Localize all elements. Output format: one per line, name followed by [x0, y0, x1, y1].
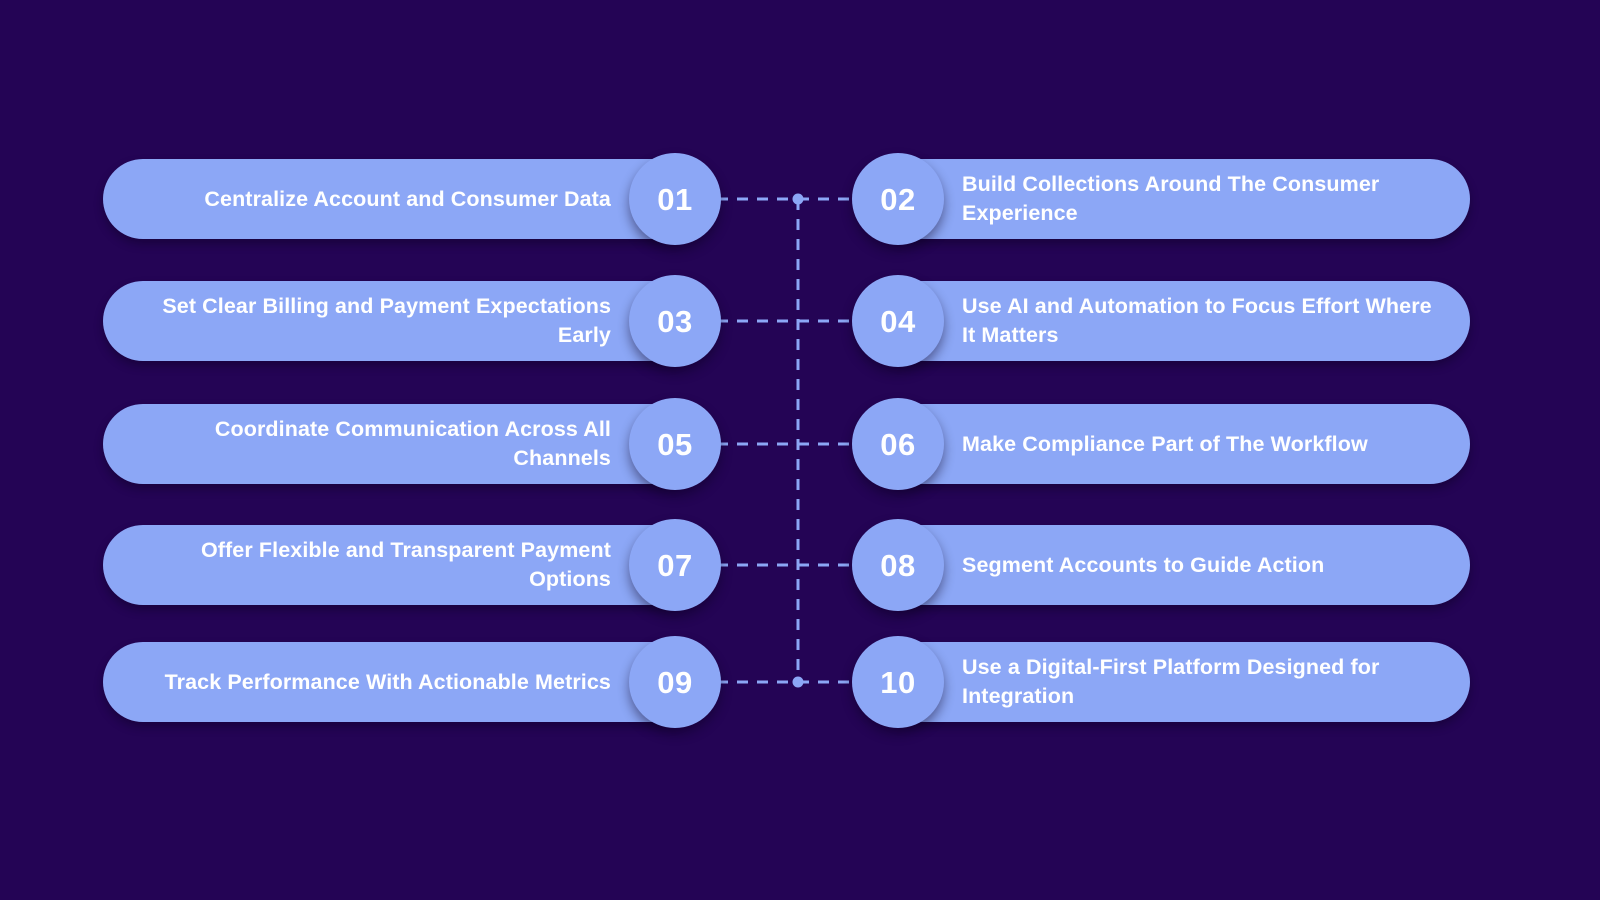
item-10-number: 10 — [880, 664, 916, 700]
item-01-number: 01 — [657, 181, 693, 217]
item-08[interactable]: Segment Accounts to Guide Action 08 — [852, 519, 1470, 611]
item-04-pill[interactable] — [870, 281, 1470, 361]
item-09-pill[interactable] — [103, 642, 703, 722]
item-06-pill[interactable] — [870, 404, 1470, 484]
item-07-number: 07 — [657, 547, 693, 583]
item-02-pill[interactable] — [870, 159, 1470, 239]
infographic-row: Offer Flexible and Transparent Payment O… — [0, 519, 1600, 611]
item-02[interactable]: Build Collections Around The Consumer Ex… — [852, 153, 1470, 245]
item-10-pill[interactable] — [870, 642, 1470, 722]
infographic-row: Track Performance With Actionable Metric… — [0, 636, 1600, 728]
item-06-label: Make Compliance Part of The Workflow — [962, 431, 1368, 456]
item-06-number-badge[interactable]: 06 — [852, 398, 944, 490]
item-05-number: 05 — [657, 426, 693, 462]
item-01-pill[interactable] — [103, 159, 703, 239]
item-03-number: 03 — [657, 303, 693, 339]
infographic-row: Centralize Account and Consumer Data 01 … — [0, 153, 1600, 245]
item-05-number-badge[interactable]: 05 — [629, 398, 721, 490]
item-01[interactable]: Centralize Account and Consumer Data 01 — [103, 153, 721, 245]
infographic-row: Set Clear Billing and Payment Expectatio… — [0, 275, 1600, 367]
item-03-pill[interactable] — [103, 281, 703, 361]
item-02-number: 02 — [880, 181, 916, 217]
item-06[interactable]: Make Compliance Part of The Workflow 06 — [852, 398, 1470, 490]
item-02-number-badge[interactable]: 02 — [852, 153, 944, 245]
item-08-pill[interactable] — [870, 525, 1470, 605]
item-04[interactable]: Use AI and Automation to Focus Effort Wh… — [852, 275, 1470, 367]
item-06-number: 06 — [880, 426, 916, 462]
item-05-label: Coordinate Communication Across All Chan… — [214, 417, 611, 470]
item-07[interactable]: Offer Flexible and Transparent Payment O… — [103, 519, 721, 611]
item-02-label: Build Collections Around The Consumer Ex… — [962, 172, 1380, 225]
item-01-number-badge[interactable]: 01 — [629, 153, 721, 245]
item-09[interactable]: Track Performance With Actionable Metric… — [103, 636, 721, 728]
item-10[interactable]: Use a Digital-First Platform Designed fo… — [852, 636, 1470, 728]
item-09-number-badge[interactable]: 09 — [629, 636, 721, 728]
item-05[interactable]: Coordinate Communication Across All Chan… — [103, 398, 721, 490]
item-09-number: 09 — [657, 664, 693, 700]
item-04-number-badge[interactable]: 04 — [852, 275, 944, 367]
item-10-label: Use a Digital-First Platform Designed fo… — [962, 655, 1380, 708]
item-10-number-badge[interactable]: 10 — [852, 636, 944, 728]
item-03-label: Set Clear Billing and Payment Expectatio… — [162, 294, 611, 347]
infographic-row: Coordinate Communication Across All Chan… — [0, 398, 1600, 490]
item-03-number-badge[interactable]: 03 — [629, 275, 721, 367]
item-08-number-badge[interactable]: 08 — [852, 519, 944, 611]
item-08-number: 08 — [880, 547, 916, 583]
item-05-pill[interactable] — [103, 404, 703, 484]
item-04-number: 04 — [880, 303, 916, 339]
item-07-label: Offer Flexible and Transparent Payment O… — [200, 538, 611, 591]
item-07-pill[interactable] — [103, 525, 703, 605]
item-09-label: Track Performance With Actionable Metric… — [164, 669, 611, 694]
item-01-label: Centralize Account and Consumer Data — [204, 186, 611, 211]
item-03[interactable]: Set Clear Billing and Payment Expectatio… — [103, 275, 721, 367]
item-04-label: Use AI and Automation to Focus Effort Wh… — [962, 294, 1432, 347]
item-08-label: Segment Accounts to Guide Action — [962, 552, 1325, 577]
item-07-number-badge[interactable]: 07 — [629, 519, 721, 611]
